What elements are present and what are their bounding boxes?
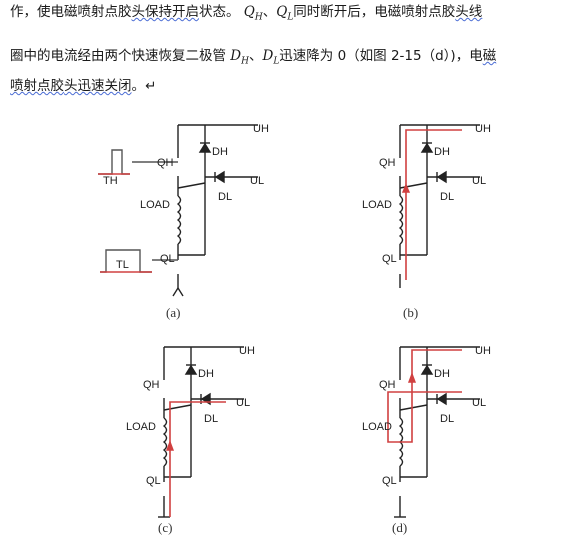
- paragraph-line-2: 圈中的电流经由两个快速恢复二极管 DH、DL迅速降为 0（如图 2-15（d）)…: [10, 48, 560, 70]
- label-qh: QH: [143, 379, 160, 391]
- label-dh: DH: [198, 368, 214, 380]
- circuit-figure: UH UL QH QL DH DL LOAD TH TL UH UL QH QL…: [98, 123, 491, 518]
- circuit-a: [98, 124, 258, 297]
- label-dl: DL: [440, 413, 454, 425]
- label-dh: DH: [434, 146, 450, 158]
- label-dl: DL: [204, 413, 218, 425]
- label-dh: DH: [434, 368, 450, 380]
- label-load: LOAD: [140, 199, 170, 211]
- label-dh: DH: [212, 146, 228, 158]
- label-th: TH: [103, 175, 118, 187]
- label-qh: QH: [379, 157, 396, 169]
- label-uh: UH: [475, 345, 491, 357]
- label-uh: UH: [239, 345, 255, 357]
- paragraph-line-1: 作，使电磁喷射点胶头保持开启状态。 QH、QL同时断开后，电磁喷射点胶头线: [10, 4, 560, 26]
- label-tl: TL: [116, 259, 129, 271]
- symbol-dl: DL: [262, 48, 280, 67]
- symbol-ql: QL: [276, 4, 294, 23]
- label-ql: QL: [382, 253, 397, 265]
- circuit-d: [387, 346, 480, 518]
- symbol-dh: DH: [230, 48, 249, 67]
- label-ql: QL: [146, 475, 161, 487]
- text-segment: 。↵: [131, 78, 157, 94]
- text-segment-spellcheck: 头迅速关闭: [64, 78, 132, 94]
- text-segment: 、: [262, 4, 277, 20]
- circuit-c: [158, 346, 244, 518]
- text-segment: 同时断开后，电磁喷射点胶: [293, 4, 456, 20]
- caption-a: (a): [166, 305, 181, 320]
- text-segment: 状态。: [199, 4, 240, 20]
- text-segment: 、: [248, 48, 263, 64]
- label-ql: QL: [382, 475, 397, 487]
- label-ql: QL: [160, 253, 175, 265]
- circuit-b: [398, 124, 480, 288]
- text-segment-spellcheck: 头保持开启: [131, 4, 200, 20]
- circuit-d-labels: UH UL QH QL DH DL LOAD: [362, 345, 491, 487]
- text-segment: 作，使电磁喷射点胶: [10, 4, 132, 20]
- label-ul: UL: [472, 175, 486, 187]
- label-ul: UL: [236, 397, 250, 409]
- caption-d: (d): [392, 520, 408, 535]
- label-load: LOAD: [362, 421, 392, 433]
- label-uh: UH: [253, 123, 269, 135]
- label-ul: UL: [472, 397, 486, 409]
- label-qh: QH: [379, 379, 396, 391]
- caption-b: (b): [403, 305, 419, 320]
- label-load: LOAD: [126, 421, 156, 433]
- text-segment-spellcheck: 头线: [455, 4, 483, 20]
- circuit-b-labels: UH UL QH QL DH DL LOAD: [362, 123, 491, 265]
- label-dl: DL: [218, 191, 232, 203]
- label-uh: UH: [475, 123, 491, 135]
- text-segment-spellcheck: 喷射点胶: [10, 78, 64, 94]
- text-segment: 圈中的电流经由两个快速恢复二极管: [10, 48, 226, 64]
- label-load: LOAD: [362, 199, 392, 211]
- circuit-a-labels: UH UL QH QL DH DL LOAD TH TL: [103, 123, 269, 271]
- label-dl: DL: [440, 191, 454, 203]
- symbol-qh: QH: [243, 4, 263, 23]
- circuit-c-labels: UH UL QH QL DH DL LOAD: [126, 345, 255, 487]
- text-segment-spellcheck: 磁: [482, 48, 497, 64]
- label-ul: UL: [250, 175, 264, 187]
- label-qh: QH: [157, 157, 174, 169]
- caption-c: (c): [158, 520, 173, 535]
- text-segment: 迅速降为 0（如图 2-15（d）)，电: [279, 48, 483, 64]
- paragraph-line-3: 喷射点胶头迅速关闭。↵: [10, 78, 560, 94]
